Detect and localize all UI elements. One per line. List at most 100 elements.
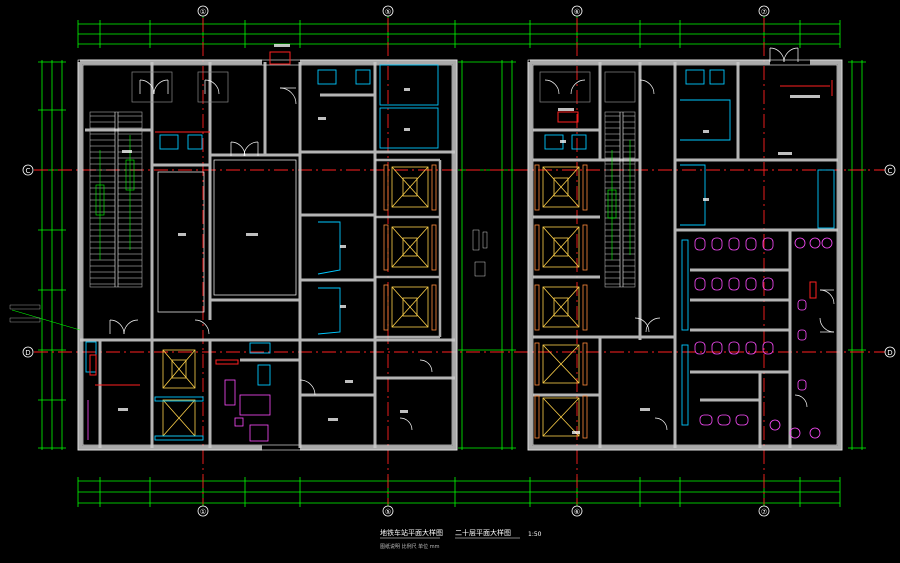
toilet-fixture (694, 237, 706, 251)
right-stair-treads (605, 115, 635, 285)
toilet-fixture (717, 414, 731, 426)
room-label-mark (340, 305, 346, 308)
axis-bubble-row-d-right: D (884, 346, 896, 358)
room-label-mark (790, 95, 820, 98)
left-elevator-shaft-walls (375, 158, 442, 339)
axis-label: ① (200, 8, 206, 16)
toilet-fixture (762, 341, 774, 355)
axis-bubble-col-5-top: ⑤ (382, 5, 394, 17)
left-atrium (157, 159, 297, 313)
right-stair (604, 111, 636, 288)
left-outer-walls (77, 59, 458, 451)
toilet-fixture (711, 277, 723, 291)
room-label-mark (703, 130, 709, 133)
toilet-fixture (797, 329, 807, 341)
toilet-fixture (809, 427, 821, 439)
right-plan (527, 47, 843, 451)
left-red-marks (89, 51, 291, 386)
axis-bubble-row-c-right: C (884, 164, 896, 176)
axis-bubble-col-7-top: ⑦ (758, 5, 770, 17)
left-stair-treads (90, 115, 142, 285)
right-doors (544, 47, 835, 431)
room-label-mark (118, 408, 128, 411)
axis-bubble-row-c-left: C (22, 164, 34, 176)
right-shafts (544, 69, 835, 426)
axis-label: ⑦ (761, 8, 767, 16)
toilet-fixture (694, 341, 706, 355)
axis-label: ⑥ (574, 508, 580, 516)
toilet-fixture (794, 237, 806, 249)
toilet-fixture (728, 277, 740, 291)
right-red-marks (557, 80, 833, 299)
room-label-mark (640, 408, 650, 411)
drawing-caption: 地铁车站平面大样图 二十层平面大样图 1:50 图纸说明 比例尺 单位 mm (380, 528, 542, 550)
left-plan (77, 44, 458, 451)
room-label-mark (572, 431, 580, 434)
room-label-mark (400, 410, 408, 413)
toilet-fixture (769, 419, 781, 431)
left-stair (89, 111, 143, 288)
right-top-door-frames (539, 71, 636, 103)
toilet-fixture (821, 237, 833, 249)
axis-label: D (25, 349, 30, 357)
right-elevator-frames (534, 164, 588, 439)
toilet-fixture (797, 299, 807, 311)
right-room-labels (558, 95, 820, 434)
room-label-mark (328, 418, 338, 421)
axis-label: ① (200, 508, 206, 516)
drawing-notes: 图纸说明 比例尺 单位 mm (380, 543, 440, 550)
room-label-mark (246, 233, 258, 236)
room-label-mark (560, 140, 566, 143)
room-label-mark (274, 44, 290, 47)
toilet-fixture (797, 379, 807, 391)
axis-bubble-col-6-top: ⑥ (571, 5, 583, 17)
room-label-mark (703, 198, 709, 201)
axis-bubble-col-6-bottom: ⑥ (571, 505, 583, 517)
toilet-fixture (735, 414, 749, 426)
right-restroom-fixtures (694, 237, 833, 439)
toilet-fixture (699, 414, 713, 426)
right-outer-walls (527, 59, 843, 451)
room-label-mark (340, 245, 346, 248)
axis-label: ⑦ (761, 508, 767, 516)
left-leader-note (9, 304, 81, 331)
left-room-labels (118, 44, 410, 421)
left-elevators (162, 166, 429, 437)
left-stair-green-marks (95, 135, 135, 260)
left-elevator-frames (383, 164, 437, 331)
axis-bubble-row-d-left: D (22, 346, 34, 358)
axis-lines (34, 18, 888, 510)
toilet-fixture (728, 341, 740, 355)
toilet-fixture (789, 427, 801, 439)
right-drawing-title: 二十层平面大样图 (455, 528, 511, 537)
toilet-fixture (694, 277, 706, 291)
left-drawing-title: 地铁车站平面大样图 (380, 528, 443, 537)
axis-label: C (26, 167, 31, 175)
room-label-mark (778, 152, 792, 155)
toilet-fixture (745, 237, 757, 251)
axis-bubble-col-5-bottom: ⑤ (382, 505, 394, 517)
right-stair-green-marks (607, 140, 631, 260)
dimension-lines (41, 23, 863, 504)
room-label-mark (178, 233, 186, 236)
room-label-mark (404, 88, 410, 91)
axis-bubble-col-1-top: ① (197, 5, 209, 17)
axis-label: D (887, 349, 892, 357)
room-label-mark (122, 150, 132, 153)
axis-label: ⑤ (385, 508, 391, 516)
axis-label: ⑤ (385, 8, 391, 16)
toilet-fixture (762, 237, 774, 251)
left-doors (109, 79, 433, 431)
room-label-mark (558, 108, 574, 111)
axis-label: C (888, 167, 893, 175)
toilet-fixture (745, 341, 757, 355)
toilet-fixture (711, 237, 723, 251)
toilet-fixture (809, 237, 821, 249)
axis-label: ⑥ (574, 8, 580, 16)
room-label-mark (404, 128, 410, 131)
toilet-fixture (728, 237, 740, 251)
left-shafts (85, 64, 439, 441)
axis-bubble-col-1-bottom: ① (197, 505, 209, 517)
left-inner-walls (80, 62, 455, 448)
